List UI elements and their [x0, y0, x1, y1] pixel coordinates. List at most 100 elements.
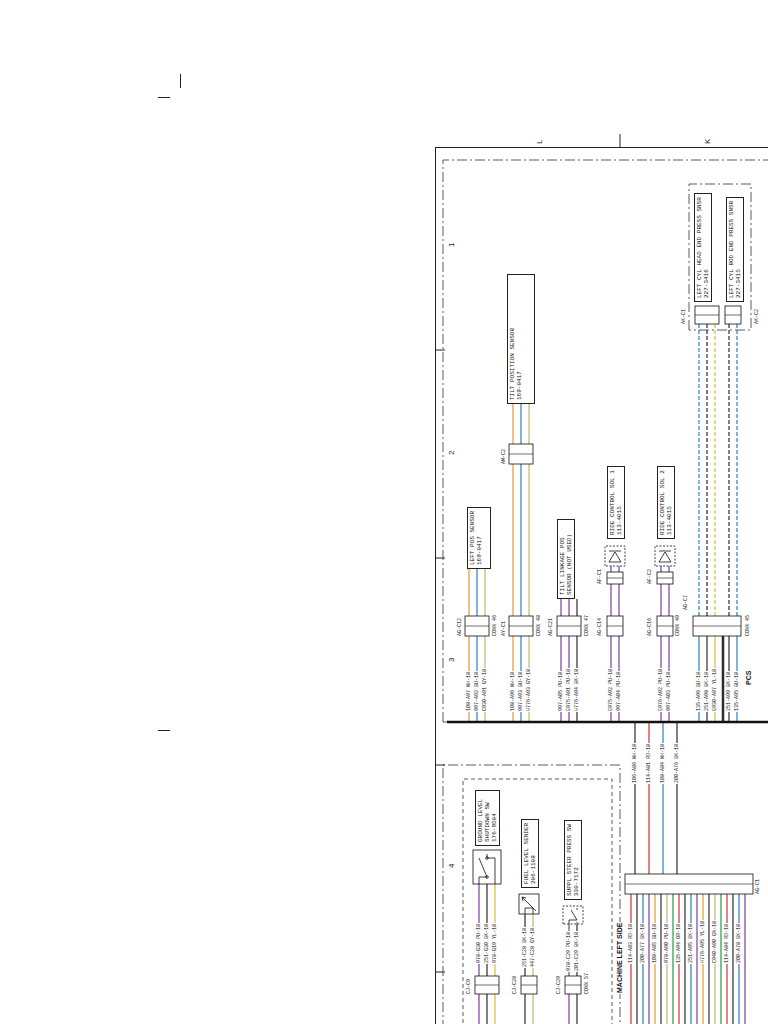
component-name: SUPPL STEER PRESS SW: [566, 824, 573, 896]
wire-label: 978-G30 PU-18: [476, 923, 482, 964]
wire: [520, 404, 521, 444]
wire: [468, 569, 469, 616]
connector-id: CONN 48: [536, 615, 542, 636]
harness-bus: [447, 721, 768, 724]
part-number: 176-9504: [491, 794, 498, 842]
wire: [610, 566, 611, 572]
wire-label: H776-A94 BK-18: [574, 668, 580, 712]
wire-label: 108-A96 WH-18: [510, 671, 516, 712]
wire-label: 997-A05 PU-18: [558, 671, 564, 712]
component-box: SUPPL STEER PRESS SW330-7172: [564, 820, 582, 900]
wire: [722, 636, 725, 722]
connector-id: AG-C7: [683, 595, 689, 610]
wire: [520, 464, 521, 616]
switch-symbol: [473, 850, 501, 884]
part-number: 113-4015: [616, 470, 623, 535]
wire: [528, 404, 529, 444]
wire-label: H776-A95 YL-18: [700, 920, 706, 964]
schematic-sheet: TILT POSITION SENSOR169-0417LEFT POS SEN…: [435, 134, 768, 1024]
component-box: RIDE CONTROL SOL 1113-4015: [607, 466, 625, 539]
panel-outlines: [443, 160, 768, 1024]
connector-id: CJ-C9: [466, 979, 472, 994]
component-name: LEFT CYL ROD END PRESS SNSR: [728, 201, 735, 298]
wire-label: 200-A77 BK-18: [640, 923, 646, 964]
wire: [610, 584, 611, 616]
sensor-bracket: [689, 184, 751, 330]
wire: [660, 894, 661, 1024]
component-name: RIDE CONTROL SOL 1: [609, 470, 616, 535]
solenoid-symbol: [605, 546, 625, 566]
wire-label: 251-A95 BK-18: [688, 923, 694, 964]
wire-label: 201-C29 BK-18: [574, 931, 580, 972]
wire: [706, 324, 707, 616]
crop-mark: [180, 74, 181, 88]
connector-id: AG-C16: [647, 618, 653, 636]
component-name: LEFT POS SENSOR: [469, 511, 476, 565]
part-number: 113-4015: [666, 470, 673, 535]
wire-label: 997-A93 BU-18: [518, 671, 524, 712]
wire: [528, 464, 529, 616]
wire: [660, 566, 661, 572]
wire: [698, 324, 699, 616]
wire: [648, 894, 649, 1024]
pcs-panel: [443, 160, 768, 722]
component-box: TILT POSITION SENSOR169-0417: [507, 274, 535, 404]
part-number: 169-0417: [476, 511, 483, 565]
solenoid-symbol: [655, 546, 675, 566]
wire-label: 135-A95 BU-18: [734, 671, 740, 712]
wire-label: 108-A84 WH-18: [660, 743, 666, 784]
connector-id: AG-C12: [457, 618, 463, 636]
grid-reference: L: [535, 140, 544, 144]
switch-contact: [486, 857, 489, 860]
wire-label: 135-A96 BU-18: [696, 671, 702, 712]
wire-label: E930-A97 YL-18: [712, 668, 718, 712]
wire: [736, 324, 737, 616]
component-box: TILT LINKAGE POS SENSOR (NOT USED): [557, 519, 575, 599]
wire-label: 114-A83 RD-18: [628, 923, 634, 964]
frame-line: [435, 148, 436, 1024]
sheet-frame: [435, 134, 768, 1024]
part-number: 227-3416: [703, 197, 710, 298]
wire: [524, 994, 525, 1024]
wire: [486, 994, 487, 1024]
wire: [484, 569, 485, 616]
wire: [494, 994, 495, 1024]
component-name: RIDE CONTROL SOL 2: [659, 470, 666, 535]
wire-label: 106-A86 WH-18: [632, 743, 638, 784]
wire-label: 200-A76 BK-18: [674, 743, 680, 784]
wire-label: 997-A03 PU-18: [666, 671, 672, 712]
connector-id: CONN 46: [492, 615, 498, 636]
wire-label: E975-A91 PU-18: [566, 668, 572, 712]
area-label: MACHINE LEFT SIDE: [616, 922, 624, 994]
wire: [714, 324, 715, 616]
crop-mark: [158, 730, 170, 731]
wire-label: 997-A92 BU-18: [474, 671, 480, 712]
component-group-box: [463, 779, 612, 1024]
wire: [532, 994, 533, 1024]
wire-label: 251-C28 BK-18: [522, 927, 528, 968]
wire: [576, 599, 577, 616]
wire-label: 978-C29 PU-18: [566, 931, 572, 972]
wire-label: 251-A98 BK-18: [704, 671, 710, 712]
connector-id: AG-C21: [548, 618, 554, 636]
wire: [568, 994, 569, 1024]
wire-label: C940-A90 GN-18: [712, 920, 718, 964]
connector-id: AM-C2: [501, 449, 507, 464]
wire: [478, 994, 479, 1024]
connector-id: CONN 45: [745, 615, 751, 636]
wire: [618, 566, 619, 572]
wire: [512, 404, 513, 444]
connector-id: CJ-C28: [512, 976, 518, 994]
wire: [636, 894, 637, 1024]
crop-mark-group: [158, 74, 181, 731]
switch-contact: [486, 876, 489, 879]
wire-label: C930-A91 GY-18: [482, 668, 488, 712]
wire-label: 978-A90 PU-18: [664, 923, 670, 964]
wire: [728, 324, 729, 616]
wire: [476, 569, 477, 616]
connector-id: CONN 57: [584, 973, 590, 994]
pressure-switch-symbol: [569, 908, 577, 924]
wire-group: [469, 324, 745, 1024]
wire: [668, 566, 669, 572]
